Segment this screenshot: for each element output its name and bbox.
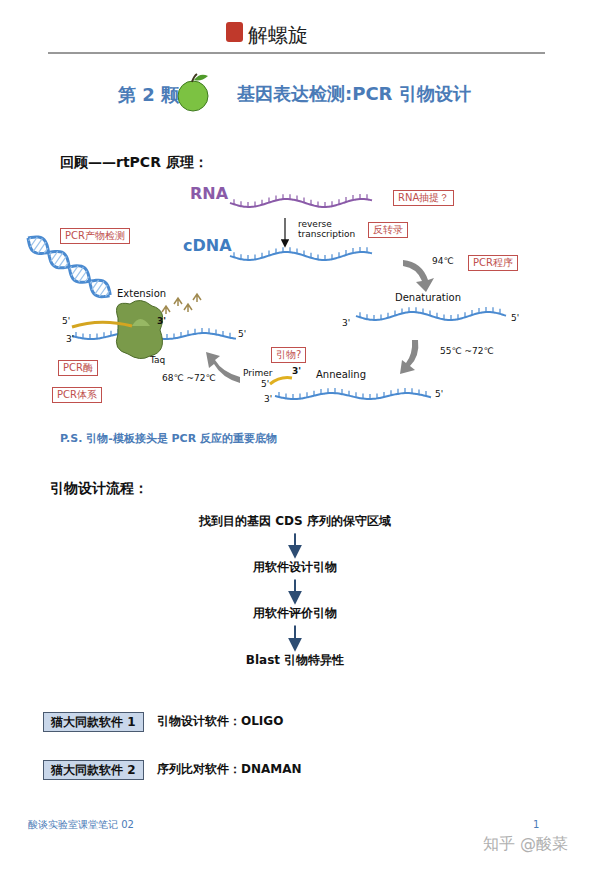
temperature: 68℃ ~72℃ [162, 373, 216, 383]
rt-arrow [284, 218, 285, 246]
strand-end: 3' [264, 394, 272, 404]
node-text: Blast 引物特异性 [246, 653, 344, 667]
callout-box: PCR产物检测 [60, 228, 130, 244]
node-text: RNA抽提？ [398, 192, 449, 204]
footer-text: 酸谈实验室课堂笔记 02 [28, 819, 134, 831]
section-heading: 回顾——rtPCR 原理： [60, 154, 208, 170]
page-number: 1 [533, 819, 539, 831]
watermark: 知乎 @酸菜 [483, 835, 568, 853]
step-label: Denaturation [395, 292, 461, 304]
seal-icon [226, 22, 243, 42]
software-name: 序列比对软件：DNAMAN [157, 763, 302, 777]
enzyme-name: Taq [150, 355, 165, 365]
callout-box: 反转录 [368, 222, 408, 238]
nucleic-strand [275, 393, 431, 399]
strand-end: 3' [342, 318, 350, 328]
node-text: 反转录 [373, 224, 403, 236]
flow-arrow [294, 625, 296, 649]
nucleic-strand [356, 312, 506, 320]
molecule-name: cDNA [183, 237, 232, 255]
primer-label: Primer [243, 368, 272, 378]
software-tag: 猫大同款软件 1 [43, 712, 144, 732]
node-text: PCR酶 [63, 362, 93, 374]
strand-end: 5' [238, 329, 246, 339]
molecule-name: RNA [190, 185, 228, 203]
apple-icon [178, 74, 208, 111]
node-text: 用软件设计引物 [253, 560, 337, 574]
section-number: 第 2 颗 [118, 85, 179, 106]
software-tag: 猫大同款软件 2 [43, 760, 144, 780]
callout-box: PCR体系 [52, 387, 102, 403]
strand-end: 5' [62, 316, 70, 326]
page-title: 基因表达检测:PCR 引物设计 [237, 84, 471, 105]
callout-box: RNA抽提？ [393, 190, 454, 206]
step-label: Annealing [316, 369, 366, 381]
brand-name: 解螺旋 [248, 24, 308, 47]
node-text: 引物? [276, 349, 301, 361]
strand-end: 5' [261, 379, 269, 389]
process-step: 找到目的基因 CDS 序列的保守区域 [197, 513, 393, 529]
temperature: 55℃ ~72℃ [440, 346, 494, 356]
strand-end: 3' [292, 366, 301, 376]
node-text: 猫大同款软件 1 [51, 715, 136, 729]
software-name: 引物设计软件：OLIGO [157, 715, 283, 729]
cycle-arrows [206, 260, 434, 383]
strand-end: 5' [511, 313, 519, 323]
callout-box: 引物? [271, 347, 306, 363]
nucleic-strand [230, 199, 372, 207]
step-label: reverse transcription [298, 219, 368, 240]
strand-end: 3' [66, 334, 74, 344]
node-text: 找到目的基因 CDS 序列的保守区域 [199, 514, 391, 528]
nucleic-strand [230, 252, 372, 260]
primer [270, 378, 292, 384]
process-step: 用软件设计引物 [251, 559, 339, 575]
note: P.S. 引物-模板接头是 PCR 反应的重要底物 [60, 433, 277, 446]
header-rule [48, 53, 545, 54]
strand-end: 3' [157, 316, 166, 326]
process-step: 用软件评价引物 [251, 605, 339, 621]
step-label: Extension [117, 288, 166, 300]
new-strand [72, 322, 132, 327]
taq-enzyme [116, 300, 162, 358]
node-text: PCR程序 [473, 257, 513, 269]
node-text: 猫大同款软件 2 [51, 763, 136, 777]
node-text: 用软件评价引物 [253, 606, 337, 620]
flow-arrow [294, 533, 296, 556]
callout-box: PCR酶 [58, 360, 98, 376]
callout-box: PCR程序 [468, 255, 518, 271]
section-heading: 引物设计流程： [50, 480, 148, 496]
process-step: Blast 引物特异性 [244, 652, 346, 668]
flow-arrow [294, 579, 296, 602]
nucleotides [162, 294, 201, 314]
node-text: PCR体系 [57, 389, 97, 401]
strand-end: 5' [435, 389, 443, 399]
temperature: 94℃ [432, 256, 454, 266]
node-text: PCR产物检测 [65, 230, 125, 242]
